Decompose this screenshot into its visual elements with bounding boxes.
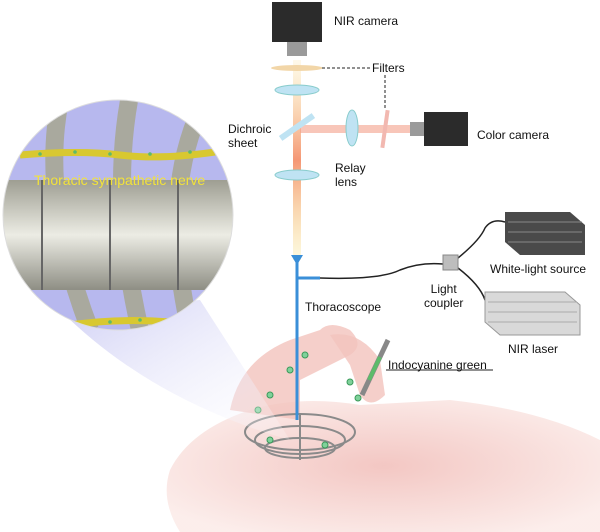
nir-camera	[272, 2, 322, 56]
label-thoracic-nerve: Thoracic sympathetic nerve	[34, 172, 206, 188]
label-thoracoscope: Thoracoscope	[305, 300, 382, 314]
label-line: lens	[335, 175, 358, 189]
cables	[319, 220, 506, 308]
label-white-light-source: White-light source	[490, 262, 587, 276]
magnifier-cone	[60, 300, 290, 440]
white-light-source	[505, 212, 585, 255]
label-line: Light	[430, 282, 457, 296]
lens-2	[274, 169, 320, 181]
dichroic-sheet	[278, 113, 316, 141]
label-indocyanine-green: Indocyanine green	[388, 358, 487, 372]
label-line: Relay	[335, 161, 366, 175]
filter-side	[380, 109, 390, 149]
thoracoscope-connector	[291, 255, 303, 265]
filter-callouts	[322, 67, 386, 110]
syringe	[359, 338, 391, 397]
label-line: Dichroic	[228, 122, 272, 136]
filter-top	[271, 65, 323, 71]
label-nir-laser: NIR laser	[508, 342, 559, 356]
label-nir-camera: NIR camera	[334, 14, 399, 28]
label-filters: Filters	[372, 61, 405, 75]
color-camera	[410, 112, 468, 146]
relay-lens	[345, 109, 359, 147]
magnified-spine-view	[3, 100, 233, 330]
nerve-upper	[19, 148, 216, 161]
lens-1	[274, 84, 320, 96]
label-color-camera: Color camera	[477, 128, 550, 142]
label-line: coupler	[424, 296, 464, 310]
light-coupler	[442, 254, 459, 271]
ribcage	[244, 413, 356, 460]
nir-laser	[484, 291, 581, 336]
label-line: sheet	[228, 136, 258, 150]
